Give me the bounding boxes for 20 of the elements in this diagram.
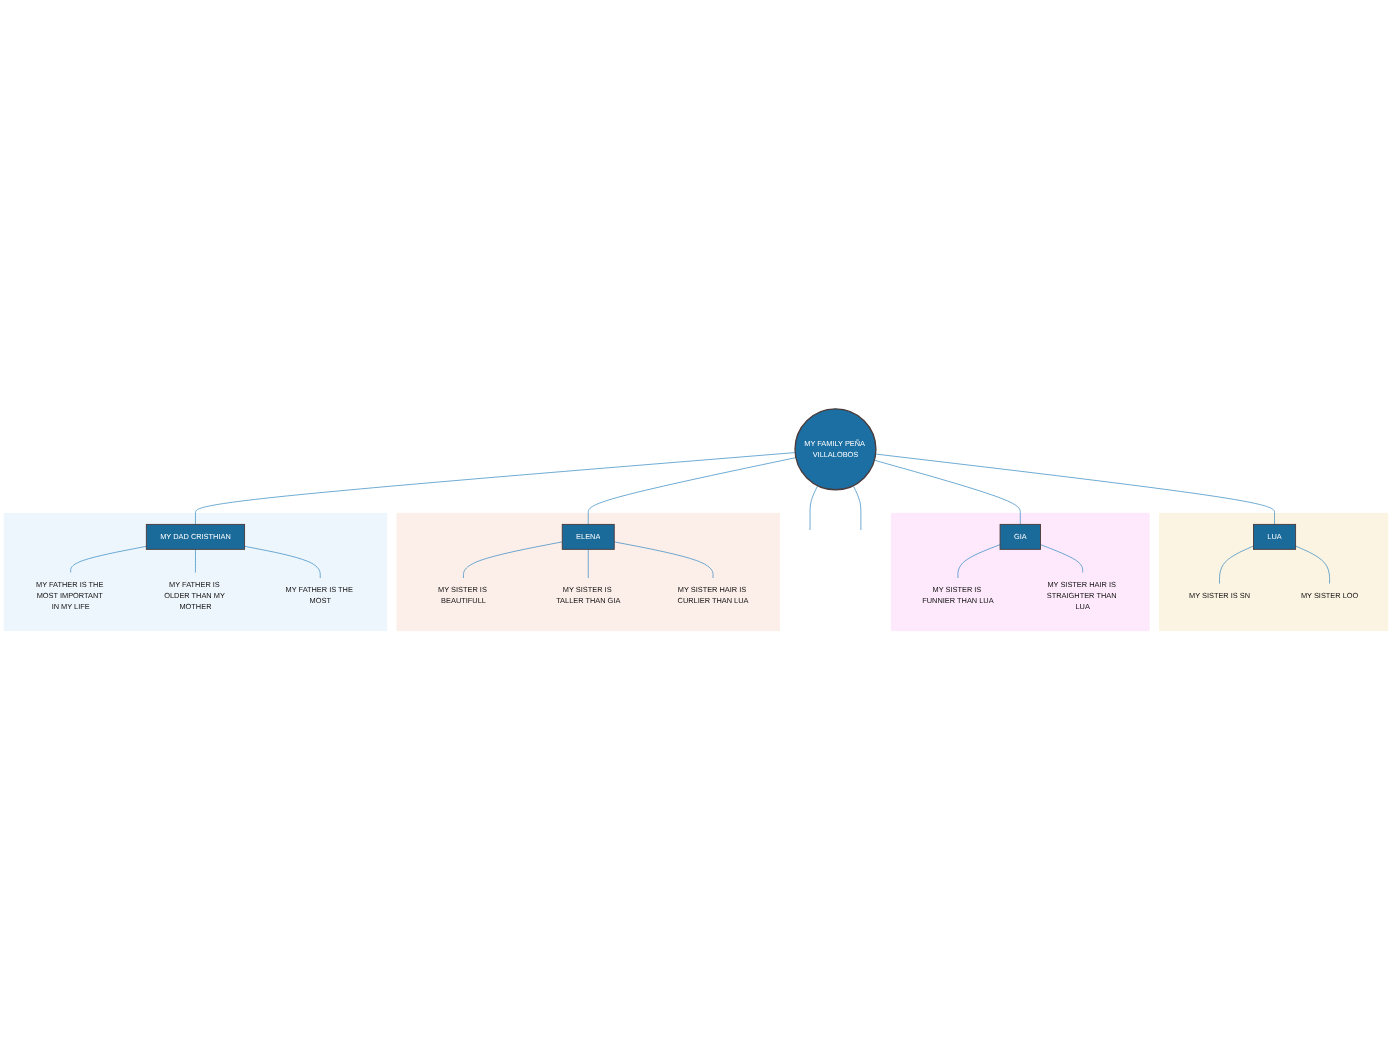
cluster xyxy=(890,512,1150,632)
connector xyxy=(1295,545,1330,584)
connector xyxy=(244,546,321,579)
connector xyxy=(613,541,714,579)
connector xyxy=(463,541,563,579)
connector xyxy=(874,459,1021,525)
connector xyxy=(195,452,796,525)
cluster xyxy=(3,512,388,632)
connector xyxy=(957,544,1001,579)
cluster xyxy=(1158,512,1389,632)
connector xyxy=(875,453,1275,525)
cluster xyxy=(396,512,780,632)
connector xyxy=(587,457,797,525)
connector xyxy=(195,549,196,573)
connector xyxy=(809,485,819,531)
connector xyxy=(1219,545,1254,584)
connector xyxy=(852,485,862,531)
connector xyxy=(587,549,589,579)
connector xyxy=(1040,544,1084,573)
connector xyxy=(70,546,147,573)
